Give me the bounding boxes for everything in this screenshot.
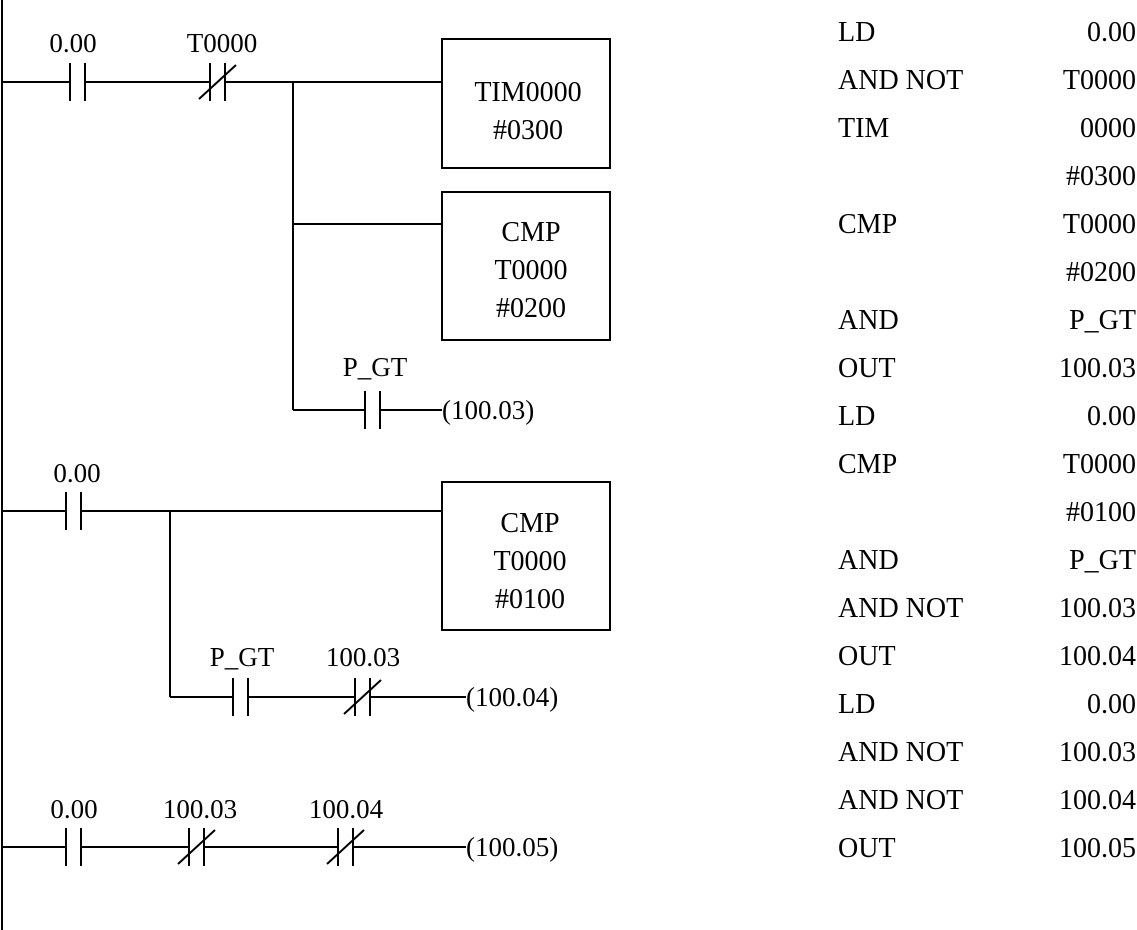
instruction-op: CMP — [838, 209, 897, 240]
instruction-operand: 100.05 — [1059, 833, 1136, 864]
instruction-operand: P_GT — [1069, 305, 1136, 336]
instruction-op: AND — [838, 305, 899, 336]
instruction-operand: #0200 — [1066, 257, 1136, 288]
rung-1 — [2, 38, 611, 429]
instruction-op: TIM — [838, 113, 889, 144]
instruction-op: OUT — [838, 833, 896, 864]
rung2-contact-no-label: 0.00 — [53, 458, 100, 488]
instruction-operand: T0000 — [1063, 65, 1136, 96]
no-contact-icon — [65, 828, 82, 866]
rung1-cmp-line-1: CMP — [501, 217, 560, 248]
rung2-cmp-line-1: CMP — [500, 508, 559, 539]
instruction-op: AND NOT — [838, 593, 963, 624]
rung2-branch-contact-no-label: P_GT — [210, 642, 275, 672]
rung1-coil: (100.03) — [442, 395, 534, 425]
instruction-operand: #0100 — [1066, 497, 1136, 528]
instruction-op: OUT — [838, 353, 896, 384]
timer-box — [441, 38, 611, 169]
instruction-operand: 100.04 — [1059, 641, 1136, 672]
instruction-op: AND NOT — [838, 737, 963, 768]
instruction-operand: 0.00 — [1087, 689, 1136, 720]
rung1-cmp-line-3: #0200 — [496, 293, 566, 324]
instruction-op: OUT — [838, 641, 896, 672]
instruction-op: AND NOT — [838, 65, 963, 96]
rung1-contact-nc-label: T0000 — [187, 28, 258, 58]
rung3-contact-no-label: 0.00 — [50, 794, 97, 824]
no-contact-icon — [65, 492, 82, 530]
rung3-coil: (100.05) — [466, 832, 558, 862]
instruction-operand: P_GT — [1069, 545, 1136, 576]
rung3-contact-nc-1-label: 100.03 — [163, 794, 237, 824]
instruction-operand: 100.03 — [1059, 353, 1136, 384]
nc-contact-icon — [198, 63, 237, 101]
rung-2 — [2, 481, 611, 716]
no-contact-icon — [69, 63, 86, 101]
instruction-op: LD — [838, 17, 875, 48]
rung2-cmp-line-2: T0000 — [493, 546, 566, 577]
timer-box-line-1: TIM0000 — [474, 77, 581, 108]
instruction-operand: 0.00 — [1087, 17, 1136, 48]
instruction-op: AND — [838, 545, 899, 576]
instruction-operand: 0000 — [1080, 113, 1136, 144]
rung2-branch-contact-nc-label: 100.03 — [326, 642, 400, 672]
instruction-operand: #0300 — [1066, 161, 1136, 192]
rung1-contact-no-label: 0.00 — [49, 28, 96, 58]
instruction-op: AND NOT — [838, 785, 963, 816]
instruction-operand: 100.03 — [1059, 593, 1136, 624]
rung2-coil: (100.04) — [466, 682, 558, 712]
rung-3 — [2, 828, 466, 866]
rung1-branch-contact-label: P_GT — [343, 352, 408, 382]
instruction-operand: 100.04 — [1059, 785, 1136, 816]
instruction-op: CMP — [838, 449, 897, 480]
cmp-box — [441, 191, 611, 341]
no-contact-icon — [232, 678, 249, 716]
instruction-op: LD — [838, 401, 875, 432]
instruction-operand: T0000 — [1063, 449, 1136, 480]
rung3-contact-nc-2-label: 100.04 — [309, 794, 384, 824]
cmp-box — [441, 481, 611, 631]
no-contact-icon — [364, 391, 381, 429]
instruction-operand: 0.00 — [1087, 401, 1136, 432]
instruction-operand: T0000 — [1063, 209, 1136, 240]
timer-box-line-2: #0300 — [493, 115, 563, 146]
rung2-cmp-line-3: #0100 — [495, 584, 565, 615]
instruction-operand: 100.03 — [1059, 737, 1136, 768]
instruction-op: LD — [838, 689, 875, 720]
rung1-cmp-line-2: T0000 — [494, 255, 567, 286]
